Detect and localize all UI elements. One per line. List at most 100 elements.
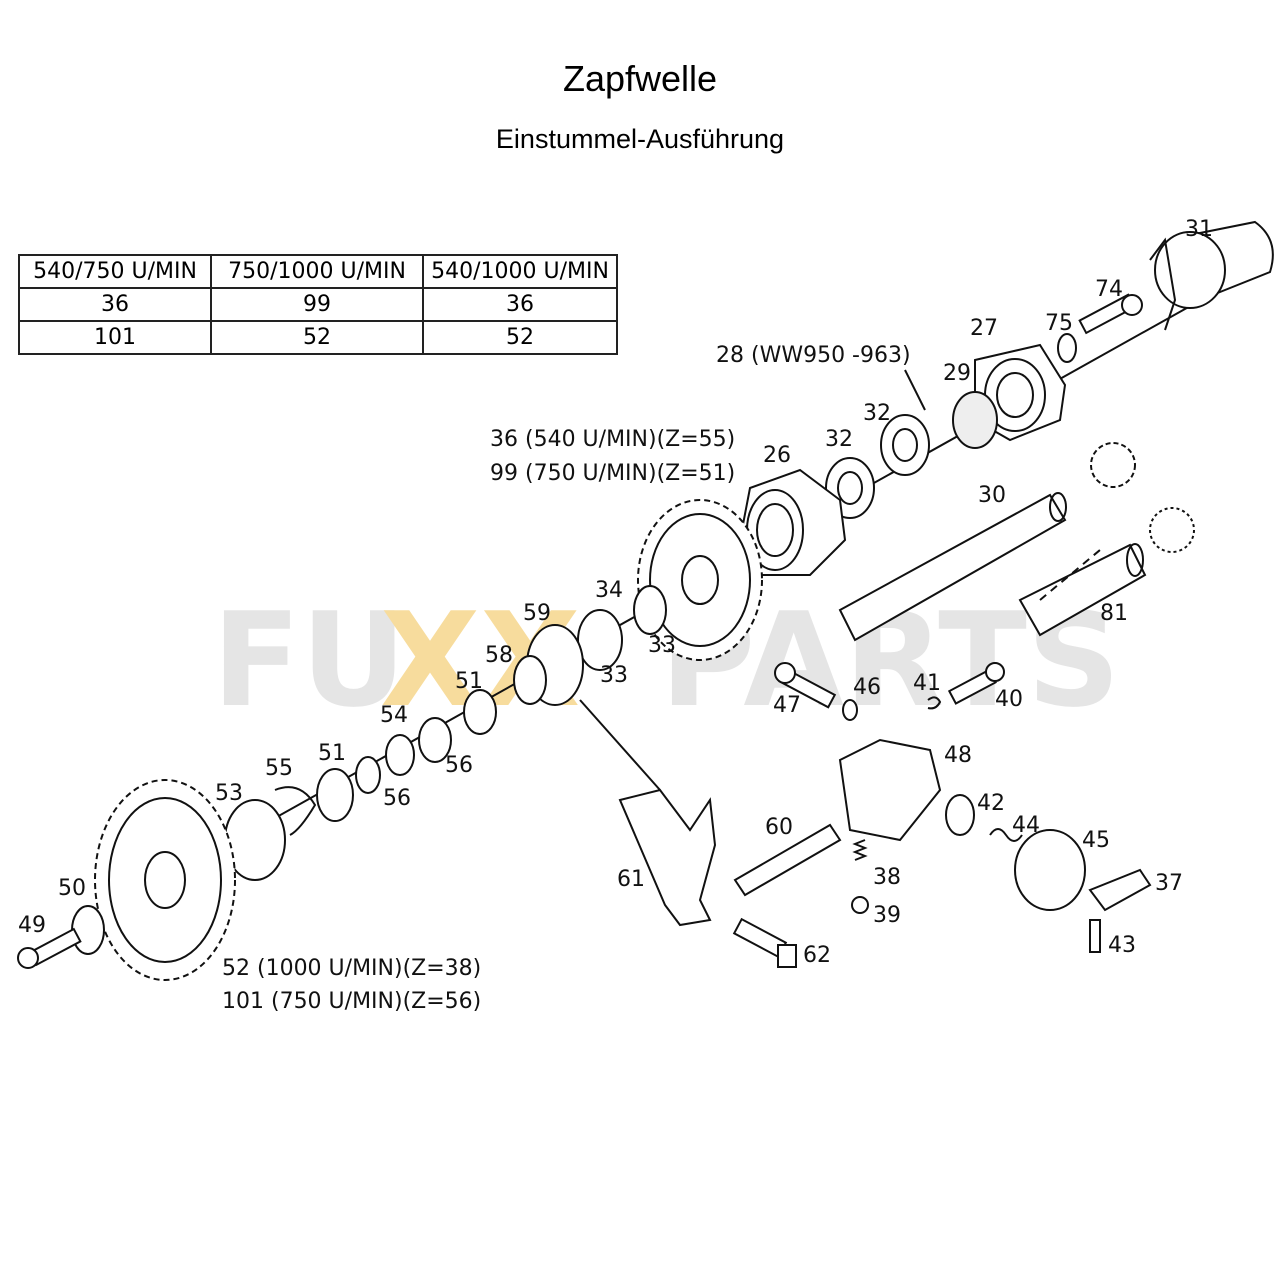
table-header-cell: 540/750 U/MIN [18,254,212,289]
part-label: 47 [773,693,801,718]
bearing-note-leader [904,369,926,411]
part-44-seal [989,828,1023,842]
part-label: 74 [1095,277,1123,302]
part-58-hub [513,655,547,705]
part-label: 40 [995,687,1023,712]
part-31-sleeve [1149,220,1274,331]
part-label: 44 [1012,813,1040,838]
gear-annotation-36: 36 (540 U/MIN)(Z=55) [490,427,735,452]
part-42-bushing [945,794,975,836]
table-cell: 101 [18,320,212,355]
part-label: 32 [863,401,891,426]
part-55-circlip [274,786,317,836]
part-label: 33 [648,633,676,658]
part-81-shaft [1018,543,1147,637]
part-26-housing [738,468,847,576]
spline-profile-6 [1090,442,1136,488]
table-row: 101 52 52 [18,320,618,355]
gear-annotation-101: 101 (750 U/MIN)(Z=56) [222,989,481,1014]
part-60-shift-rod [733,823,842,897]
gear-52-101 [94,779,236,981]
part-56-ring-b [355,756,381,794]
part-51-bushing-b [316,768,354,822]
part-label: 30 [978,483,1006,508]
part-56-ring-a [385,734,415,776]
part-48-cover [838,738,942,842]
table-cell: 52 [422,320,618,355]
part-label: 27 [970,316,998,341]
part-label: 49 [18,913,46,938]
part-47-bolt [774,662,837,709]
table-header-cell: 750/1000 U/MIN [210,254,424,289]
part-label: 62 [803,943,831,968]
part-34-bearing [633,585,667,635]
part-label: 53 [215,781,243,806]
part-label: 46 [853,675,881,700]
gear-annotation-99: 99 (750 U/MIN)(Z=51) [490,461,735,486]
part-39-ball [851,896,869,914]
part-45-knob [1014,829,1086,911]
watermark-fu: FU [212,584,406,736]
table-header-cell: 540/1000 U/MIN [422,254,618,289]
part-label: 43 [1108,933,1136,958]
part-label: 51 [455,669,483,694]
part-label: 60 [765,815,793,840]
gear-annotation-52: 52 (1000 U/MIN)(Z=38) [222,956,481,981]
part-51-bushing-a [463,689,497,735]
page-title: Zapfwelle [562,58,718,99]
page-subtitle: Einstummel-Ausführung [495,124,785,154]
part-30-shaft [838,492,1067,642]
part-label: 61 [617,867,645,892]
part-37-lever [1088,868,1152,912]
table-row: 36 99 36 [18,287,618,322]
part-label: 29 [943,361,971,386]
part-label: 81 [1100,601,1128,626]
part-49-bolt [17,927,82,969]
rpm-table: 540/750 U/MIN 750/1000 U/MIN 540/1000 U/… [18,254,618,355]
part-label: 37 [1155,871,1183,896]
part-40-bolt [947,662,1005,705]
part-33-sleeve [577,609,623,671]
part-label: 39 [873,903,901,928]
part-74-screw [1078,293,1143,335]
part-38-spring [852,839,868,861]
spline-profile-21 [1149,507,1195,553]
part-label: 48 [944,743,972,768]
part-label: 50 [58,876,86,901]
table-cell: 36 [422,287,618,322]
part-label: 45 [1082,828,1110,853]
table-cell: 52 [210,320,424,355]
part-label: 56 [445,753,473,778]
part-label: 58 [485,643,513,668]
part-label: 59 [523,601,551,626]
part-label: 56 [383,786,411,811]
part-label: 31 [1185,217,1213,242]
part-label: 42 [977,791,1005,816]
table-cell: 36 [18,287,212,322]
part-label: 41 [913,671,941,696]
gear-36-99 [637,499,763,661]
bearing-annotation-28: 28 (WW950 -963) [716,343,911,368]
part-43-pin [1089,919,1101,953]
part-29-seal [952,391,998,449]
part-54-ring [418,717,452,763]
part-50-washer [71,905,105,955]
part-label: 38 [873,865,901,890]
part-label: 55 [265,756,293,781]
part-32-bearing-a [880,414,930,476]
part-label: 32 [825,427,853,452]
table-cell: 99 [210,287,424,322]
part-label: 54 [380,703,408,728]
part-label: 75 [1045,311,1073,336]
part-41-clip [927,696,942,710]
part-label: 34 [595,578,623,603]
part-75-washer [1057,333,1077,363]
fork-leader-line [579,699,661,791]
part-61-shift-fork [618,788,717,927]
part-46-washer [842,699,858,721]
part-label: 26 [763,443,791,468]
part-label: 51 [318,741,346,766]
table-header-row: 540/750 U/MIN 750/1000 U/MIN 540/1000 U/… [18,254,618,289]
part-62-bolt [732,917,797,968]
